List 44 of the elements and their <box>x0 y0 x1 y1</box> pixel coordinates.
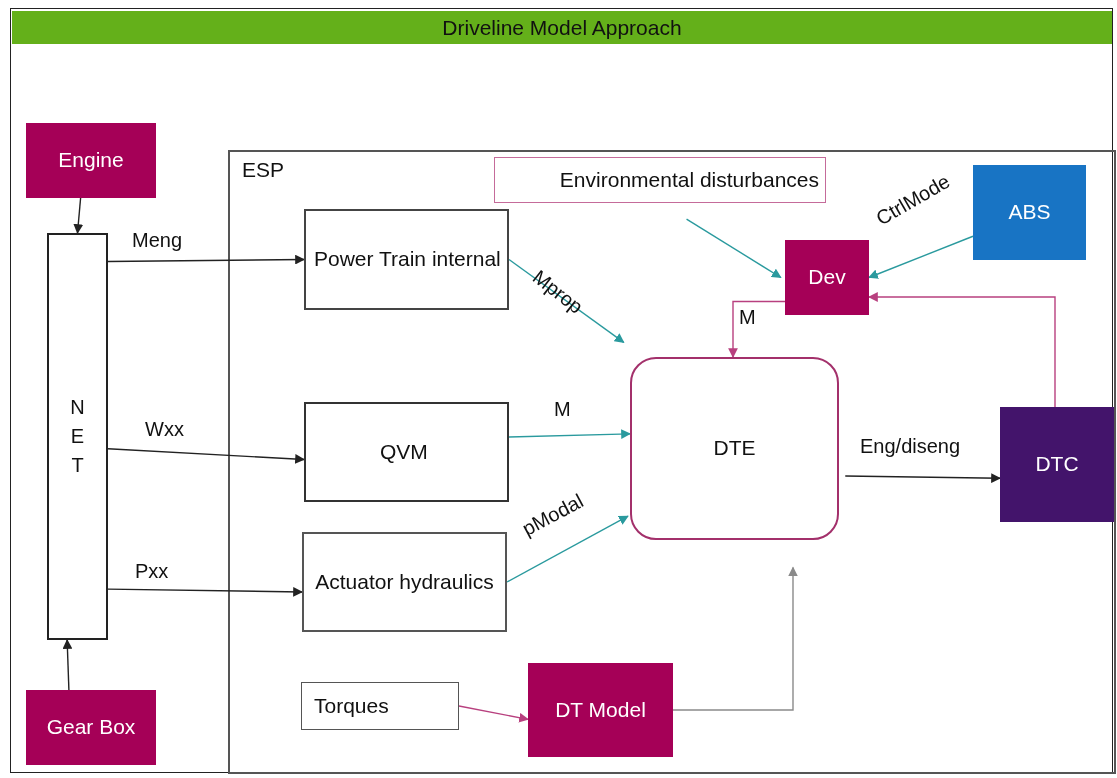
node-label: Gear Box <box>46 715 136 740</box>
node-label: Engine <box>58 148 124 173</box>
process-box <box>301 682 459 730</box>
dte-block <box>630 357 839 540</box>
arrow <box>844 473 1001 484</box>
node-label: NET <box>69 395 86 478</box>
net-block <box>47 233 108 640</box>
node-label: Actuator hydraulics <box>315 569 494 595</box>
arrow <box>868 292 1056 408</box>
node-label: DTE <box>713 436 756 461</box>
node-label: Torques <box>314 693 389 719</box>
arrow <box>508 429 631 439</box>
group-label: ESP <box>242 158 285 183</box>
arrow <box>73 197 84 234</box>
node-label: ABS <box>1008 200 1051 225</box>
node-label: QVM <box>380 439 428 465</box>
process-box <box>304 402 509 502</box>
arrow <box>506 515 629 583</box>
abs-block <box>973 165 1086 260</box>
process-box <box>302 532 507 632</box>
dtc-block <box>1000 407 1114 522</box>
process-box <box>304 209 509 310</box>
diagram-title: Driveline Model Approach <box>442 15 682 40</box>
dt-model-block <box>528 663 673 757</box>
node-label: Dev <box>808 265 846 290</box>
engine-block <box>26 123 156 198</box>
process-box <box>494 157 826 203</box>
arrow <box>107 448 305 464</box>
arrow <box>508 258 625 344</box>
arrow <box>107 254 305 265</box>
dev-block <box>785 240 869 315</box>
node-label: DT Model <box>555 697 646 723</box>
node-label: Environmental disturbances <box>559 167 819 193</box>
arrow <box>107 586 303 597</box>
gearbox-block <box>26 690 156 765</box>
node-label: DTC <box>1035 452 1079 477</box>
arrow <box>458 705 529 723</box>
arrow <box>685 218 782 279</box>
arrow <box>728 300 786 358</box>
arrow <box>868 235 974 279</box>
arrow <box>672 566 798 711</box>
esp-container <box>228 150 1116 774</box>
arrow <box>62 639 73 691</box>
node-label: Power Train internal <box>314 247 501 272</box>
